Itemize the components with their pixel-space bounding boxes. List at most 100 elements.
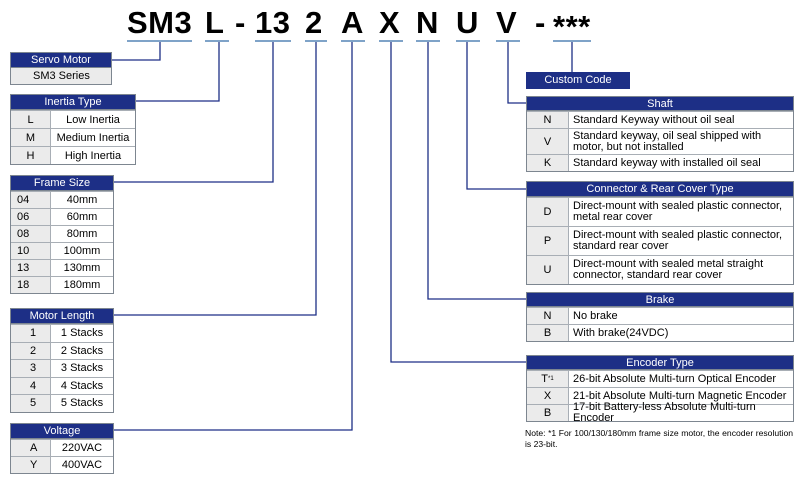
shaft-desc: Standard keyway with installed oil seal xyxy=(573,156,761,169)
line-inertia xyxy=(135,42,220,102)
table-row: L Low Inertia xyxy=(11,110,135,128)
table-row: A 220VAC xyxy=(11,439,113,456)
servo-motor-title: Servo Motor xyxy=(11,53,111,68)
connector-desc: Direct-mount with sealed plastic connect… xyxy=(573,229,783,252)
line-brake xyxy=(427,42,526,300)
table-row: B With brake(24VDC) xyxy=(527,324,793,341)
voltage-code: Y xyxy=(11,457,51,473)
connector-code: P xyxy=(527,227,569,255)
encoder-desc: 26-bit Absolute Multi-turn Optical Encod… xyxy=(573,372,776,385)
inertia-type-table: Inertia Type L Low Inertia M Medium Iner… xyxy=(10,94,136,165)
inertia-code: H xyxy=(11,147,51,164)
table-row: N No brake xyxy=(527,307,793,324)
underline-connector xyxy=(456,40,480,42)
brake-desc: No brake xyxy=(573,309,618,322)
table-row: H High Inertia xyxy=(11,146,135,164)
frame-desc: 60mm xyxy=(66,211,98,223)
table-row: V Standard keyway, oil seal shipped with… xyxy=(527,128,793,154)
line-voltage xyxy=(113,42,353,431)
underline-shaft xyxy=(496,40,520,42)
servo-motor-table: Servo Motor SM3 Series xyxy=(10,52,112,85)
code-frame: 13 xyxy=(255,5,291,40)
table-row: 08 80mm xyxy=(11,225,113,242)
underline-custom xyxy=(553,40,591,42)
length-code: 4 xyxy=(11,377,51,394)
table-row: 5 5 Stacks xyxy=(11,394,113,412)
table-row: 18 180mm xyxy=(11,276,113,293)
encoder-code: B xyxy=(527,405,569,421)
brake-table: Brake N No brake B With brake(24VDC) xyxy=(526,292,794,342)
code-voltage: A xyxy=(341,5,364,40)
frame-code: 04 xyxy=(11,192,51,208)
code-custom: *** xyxy=(553,9,591,44)
shaft-desc: Standard Keyway without oil seal xyxy=(573,113,735,126)
table-row: 04 40mm xyxy=(11,191,113,208)
length-desc: 5 Stacks xyxy=(60,397,104,410)
custom-code-table: Custom Code xyxy=(526,72,630,89)
line-connector xyxy=(466,42,526,190)
shaft-code: N xyxy=(527,112,569,128)
length-code: 5 xyxy=(11,395,51,412)
line-encoder xyxy=(390,42,526,363)
length-desc: 2 Stacks xyxy=(60,344,104,357)
frame-code: 13 xyxy=(11,260,51,276)
frame-code: 10 xyxy=(11,243,51,259)
encoder-code: T*1 xyxy=(527,371,569,387)
code-shaft: V xyxy=(496,5,518,40)
model-code: SM3 L - 13 2 A X N U V - *** xyxy=(0,0,800,50)
code-dash-2: - xyxy=(535,5,546,40)
connector-code: U xyxy=(527,256,569,284)
frame-code: 18 xyxy=(11,277,51,293)
inertia-desc: Medium Inertia xyxy=(56,131,130,144)
length-desc: 3 Stacks xyxy=(60,362,104,375)
voltage-title: Voltage xyxy=(11,424,113,439)
encoder-desc: 17-bit Battery-less Absolute Multi-turn … xyxy=(573,401,756,424)
length-code: 3 xyxy=(11,360,51,377)
underline-inertia xyxy=(205,40,229,42)
encoder-footnote-mark: *1 xyxy=(548,376,554,382)
shaft-desc: Standard keyway, oil seal shipped with m… xyxy=(573,129,762,153)
inertia-code: M xyxy=(11,129,51,146)
table-row: B 17-bit Battery-less Absolute Multi-tur… xyxy=(527,401,793,424)
connector-desc: Direct-mount with sealed metal straight … xyxy=(573,258,764,281)
frame-code: 08 xyxy=(11,226,51,242)
code-series: SM3 xyxy=(127,5,193,40)
frame-code: 06 xyxy=(11,209,51,225)
code-encoder: X xyxy=(379,5,401,40)
table-row: 3 3 Stacks xyxy=(11,359,113,377)
voltage-table: Voltage A 220VAC Y 400VAC xyxy=(10,423,114,474)
underline-frame xyxy=(255,40,291,42)
code-dash-1: - xyxy=(235,5,246,40)
voltage-desc: 400VAC xyxy=(61,459,103,471)
connector-code: D xyxy=(527,198,569,226)
table-row: 13 130mm xyxy=(11,259,113,276)
motor-length-table: Motor Length 1 1 Stacks 2 2 Stacks 3 3 S… xyxy=(10,308,114,413)
brake-title: Brake xyxy=(527,293,793,307)
shaft-code: V xyxy=(527,129,569,154)
underline-encoder xyxy=(379,40,403,42)
code-length: 2 xyxy=(305,5,323,40)
underline-voltage xyxy=(341,40,365,42)
shaft-code: K xyxy=(527,155,569,171)
brake-desc: With brake(24VDC) xyxy=(573,326,669,339)
encoder-table: Encoder Type T*1 26-bit Absolute Multi-t… xyxy=(526,355,794,424)
code-brake: N xyxy=(416,5,439,40)
connector-title: Connector & Rear Cover Type xyxy=(527,182,793,197)
line-shaft xyxy=(507,42,526,104)
table-row: U Direct-mount with sealed metal straigh… xyxy=(527,255,793,284)
inertia-type-title: Inertia Type xyxy=(11,95,135,110)
brake-code: B xyxy=(527,325,569,341)
encoder-code-text: T xyxy=(541,373,549,385)
motor-length-title: Motor Length xyxy=(11,309,113,324)
table-row: D Direct-mount with sealed plastic conne… xyxy=(527,197,793,226)
connector-table: Connector & Rear Cover Type D Direct-mou… xyxy=(526,181,794,285)
underline-series xyxy=(127,40,192,42)
table-row: P Direct-mount with sealed plastic conne… xyxy=(527,226,793,255)
table-row: N Standard Keyway without oil seal xyxy=(527,111,793,128)
shaft-table: Shaft N Standard Keyway without oil seal… xyxy=(526,96,794,172)
code-connector: U xyxy=(456,5,479,40)
inertia-desc: Low Inertia xyxy=(66,113,120,126)
underline-brake xyxy=(416,40,440,42)
servo-motor-series: SM3 Series xyxy=(11,68,111,84)
length-desc: 1 Stacks xyxy=(60,327,104,340)
